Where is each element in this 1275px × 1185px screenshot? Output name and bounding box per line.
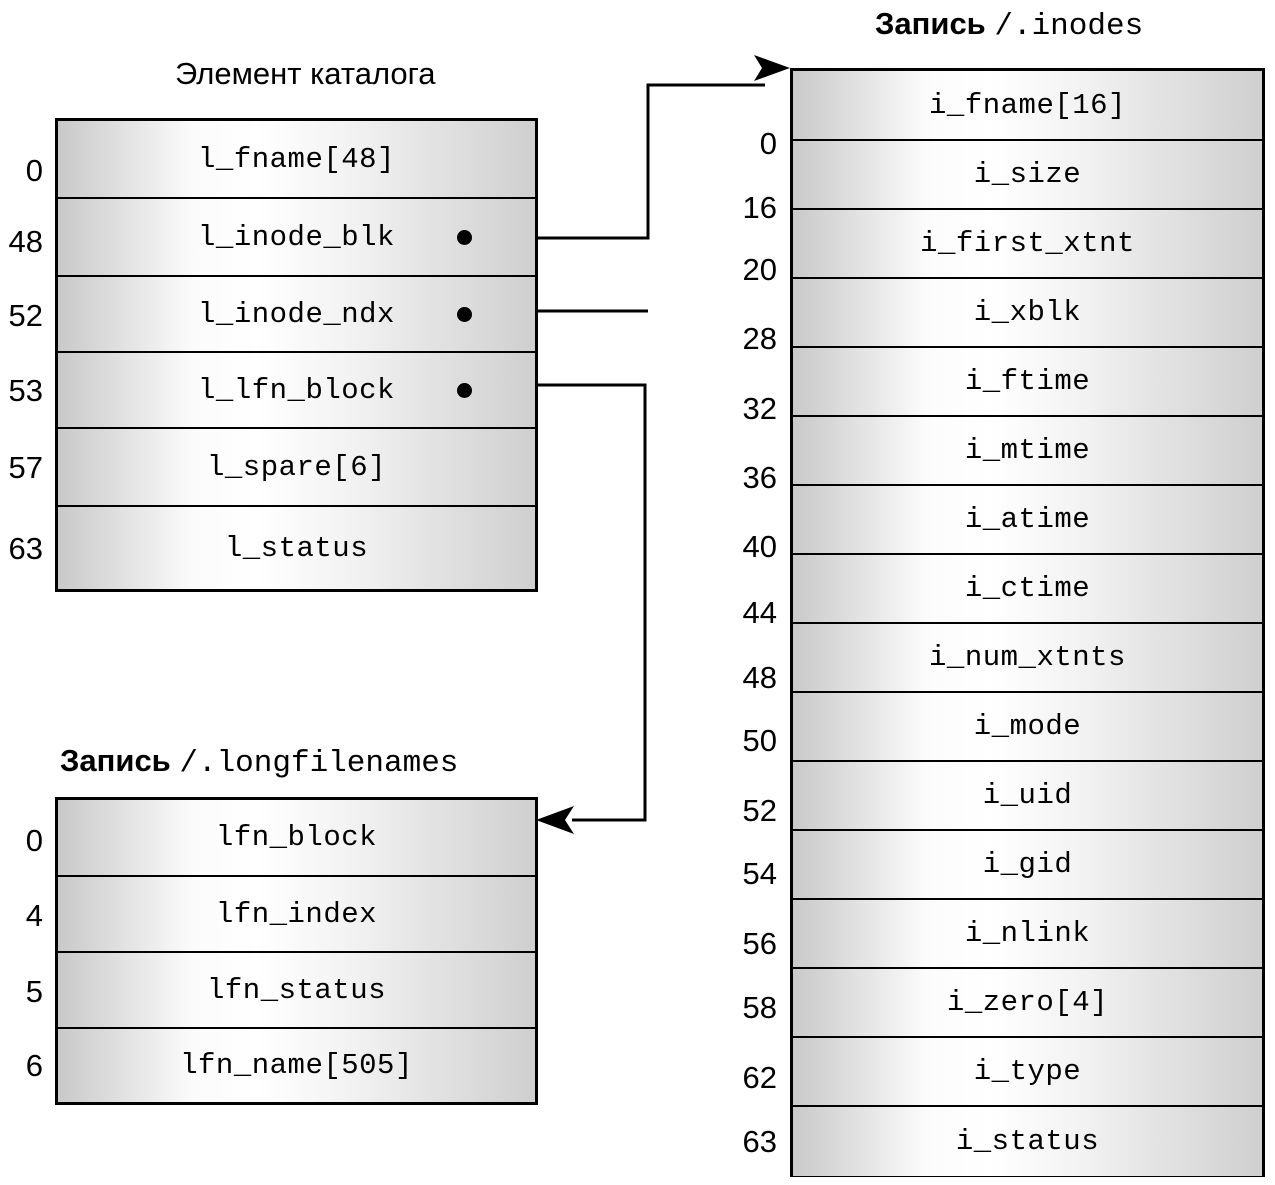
inodes-title-prefix: Запись — [875, 6, 995, 41]
field-name: i_zero[4] — [946, 986, 1109, 1019]
table-row: lfn_name[505] — [58, 1029, 535, 1102]
field-name: lfn_index — [215, 897, 378, 931]
table-row: i_xblk — [793, 279, 1262, 348]
offset-label: 32 — [742, 391, 777, 426]
table-row: i_ctime — [793, 555, 1262, 624]
table-row: i_zero[4] — [793, 969, 1262, 1038]
offset-label: 6 — [25, 1048, 43, 1083]
field-name: i_size — [973, 158, 1082, 191]
field-name: i_ftime — [964, 365, 1091, 398]
offset-label: 62 — [742, 1060, 777, 1095]
table-row: l_status — [58, 507, 535, 589]
field-name: i_mtime — [964, 434, 1091, 467]
table-row: i_gid — [793, 831, 1262, 900]
field-name: i_mode — [973, 710, 1082, 743]
offset-label: 5 — [25, 974, 43, 1009]
inodes-title-path: /.inodes — [994, 9, 1144, 44]
table-row: lfn_status — [58, 953, 535, 1029]
table-row: l_inode_blk — [58, 199, 535, 277]
field-name: i_gid — [982, 848, 1073, 881]
offset-label: 50 — [742, 723, 777, 758]
offset-label: 58 — [742, 990, 777, 1025]
longfilenames-title: Запись /.longfilenames — [60, 745, 458, 779]
inodes-table: i_fname[16] i_size i_first_xtnt i_xblk i… — [790, 68, 1265, 1177]
offset-label: 52 — [8, 298, 43, 333]
table-row: i_mode — [793, 693, 1262, 762]
offset-label: 44 — [742, 595, 777, 630]
field-name: i_num_xtnts — [929, 641, 1126, 674]
pointer-dot-icon — [457, 383, 472, 398]
field-name: i_status — [955, 1125, 1100, 1158]
table-row: i_nlink — [793, 900, 1262, 969]
table-row: l_spare[6] — [58, 429, 535, 507]
field-name: lfn_block — [215, 821, 378, 854]
table-row: i_fname[16] — [793, 71, 1262, 141]
field-name: lfn_status — [206, 973, 387, 1007]
field-name: i_first_xtnt — [920, 227, 1135, 260]
table-row: l_fname[48] — [58, 121, 535, 199]
field-name: i_ctime — [964, 572, 1091, 605]
table-row: i_num_xtnts — [793, 624, 1262, 693]
table-row: i_mtime — [793, 417, 1262, 486]
table-row: i_status — [793, 1107, 1262, 1176]
table-row: i_ftime — [793, 348, 1262, 417]
offset-label: 54 — [742, 856, 777, 891]
table-row: lfn_block — [58, 800, 535, 877]
field-name: l_inode_blk — [198, 220, 395, 254]
field-name: l_fname[48] — [198, 142, 395, 176]
longfilenames-title-prefix: Запись — [60, 743, 180, 778]
field-name: lfn_name[505] — [180, 1049, 413, 1082]
offset-label: 16 — [742, 190, 777, 225]
offset-label: 40 — [742, 529, 777, 564]
longfilenames-title-path: /.longfilenames — [179, 746, 459, 781]
offset-label: 52 — [742, 793, 777, 828]
pointer-dot-icon — [457, 307, 472, 322]
table-row: i_first_xtnt — [793, 210, 1262, 279]
offset-label: 28 — [742, 321, 777, 356]
field-name: i_xblk — [973, 296, 1082, 329]
offset-label: 63 — [8, 531, 43, 566]
offset-label: 36 — [742, 460, 777, 495]
field-name: i_atime — [964, 503, 1091, 536]
dirent-title: Элемент каталога — [175, 56, 436, 91]
field-name: l_inode_ndx — [198, 297, 395, 331]
offset-label: 0 — [759, 126, 777, 161]
offset-label: 20 — [742, 252, 777, 287]
field-name: i_fname[16] — [929, 88, 1126, 122]
field-name: l_status — [224, 531, 369, 565]
offset-label: 56 — [742, 926, 777, 961]
table-row: lfn_index — [58, 877, 535, 953]
field-name: i_type — [973, 1055, 1082, 1088]
table-row: i_size — [793, 141, 1262, 210]
table-row: l_lfn_block — [58, 353, 535, 429]
offset-label: 4 — [25, 898, 43, 933]
table-row: i_atime — [793, 486, 1262, 555]
dirent-table: l_fname[48] l_inode_blk l_inode_ndx l_lf… — [55, 118, 538, 592]
offset-label: 48 — [742, 660, 777, 695]
field-name: i_uid — [982, 779, 1073, 812]
offset-label: 63 — [742, 1124, 777, 1159]
field-name: l_spare[6] — [206, 450, 387, 484]
table-row: i_type — [793, 1038, 1262, 1107]
inodes-title: Запись /.inodes — [875, 8, 1143, 42]
table-row: i_uid — [793, 762, 1262, 831]
offset-label: 0 — [25, 153, 43, 188]
field-name: i_nlink — [964, 917, 1091, 950]
offset-label: 57 — [8, 450, 43, 485]
pointer-dot-icon — [457, 230, 472, 245]
field-name: l_lfn_block — [198, 373, 395, 407]
longfilenames-table: lfn_block lfn_index lfn_status lfn_name[… — [55, 797, 538, 1105]
table-row: l_inode_ndx — [58, 277, 535, 353]
offset-label: 53 — [8, 373, 43, 408]
offset-label: 0 — [25, 823, 43, 858]
offset-label: 48 — [8, 224, 43, 259]
